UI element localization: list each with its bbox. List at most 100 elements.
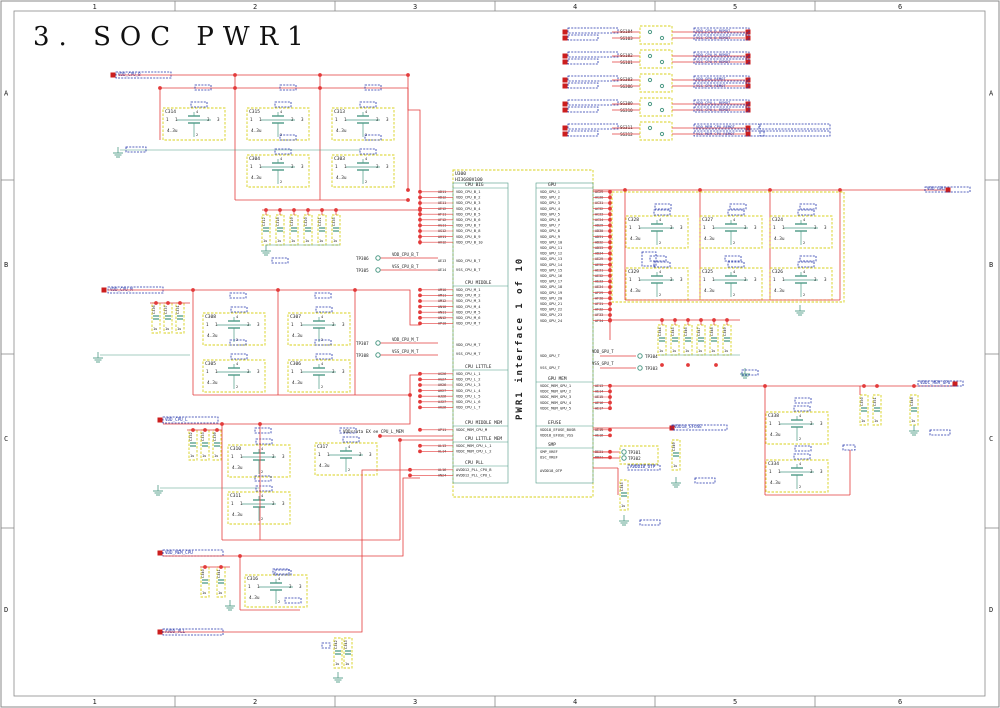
net-label: AVDD18_OTP bbox=[630, 464, 656, 469]
chip-left-column bbox=[452, 182, 509, 484]
capacitor-outline bbox=[314, 442, 378, 476]
net-label-box bbox=[653, 261, 671, 268]
remote-sense-label: VDD_CPU_L_REMOT bbox=[696, 100, 731, 105]
capacitor-ref: C320 bbox=[304, 217, 308, 226]
test-point-ref: TP305 bbox=[356, 268, 369, 273]
test-point-ref: TP308 bbox=[356, 353, 369, 358]
net-label: VDD_CPU_L bbox=[165, 417, 188, 422]
pin-number: 2 bbox=[799, 485, 801, 489]
capacitor-value: 4.3u bbox=[630, 236, 641, 242]
chip-right-column bbox=[535, 182, 594, 484]
pin-name: VSS_CPU_M_T bbox=[456, 352, 481, 356]
pin-number: 4 bbox=[196, 110, 198, 114]
test-point bbox=[637, 353, 643, 359]
pin-number: 4 bbox=[803, 218, 805, 222]
capacitor-ref: C324 bbox=[772, 217, 783, 223]
pin-number: 2 bbox=[803, 241, 805, 245]
net-label-box bbox=[759, 130, 831, 137]
port-marker bbox=[952, 381, 958, 387]
port-marker bbox=[562, 53, 568, 59]
net-name: VSS_CPU_M_T bbox=[392, 349, 419, 354]
capacitor-value: 1u bbox=[214, 454, 218, 458]
capacitor-ref: C335 bbox=[332, 217, 336, 226]
pin-number: 1 bbox=[782, 277, 785, 282]
net-name: VDD_CPU_B_T bbox=[392, 252, 419, 257]
test-point-ref: TP302 bbox=[628, 456, 641, 461]
capacitor-value: 1u bbox=[218, 591, 222, 595]
pin-number: 1 bbox=[206, 369, 209, 374]
pin-number: 2 bbox=[733, 293, 735, 297]
capacitor-ref: C339 bbox=[213, 432, 217, 441]
net-label-box bbox=[255, 485, 273, 492]
pin-number: 1 bbox=[638, 225, 641, 230]
capacitor-ref: C344 bbox=[658, 327, 662, 336]
capacitor-outline bbox=[343, 637, 353, 669]
capacitor-value: 4.3u bbox=[232, 512, 243, 518]
pin-number: 2 bbox=[348, 468, 350, 472]
pin-number: 3 bbox=[369, 452, 372, 457]
port-marker bbox=[745, 83, 751, 89]
pin-number: 3 bbox=[332, 369, 335, 374]
capacitor-ref: C326 bbox=[772, 269, 783, 275]
pin-number: 2 bbox=[659, 241, 661, 245]
capacitor-ref: C303 bbox=[334, 156, 345, 162]
capacitor-value: 1u bbox=[698, 349, 702, 353]
capacitor-ref: C338 bbox=[768, 413, 779, 419]
sense-pad bbox=[647, 29, 653, 35]
pin-group-header: CPU BIG bbox=[465, 182, 484, 188]
pin-number: 2 bbox=[261, 517, 263, 521]
net-label-box bbox=[693, 99, 750, 106]
net-label-box bbox=[567, 123, 619, 130]
port-marker bbox=[562, 131, 568, 137]
net-label-box bbox=[314, 292, 332, 299]
capacitor-ref: C318 bbox=[276, 217, 280, 226]
pin-name: VDD_CPU_B_T bbox=[456, 259, 481, 263]
capacitor-ref: C312 bbox=[262, 217, 266, 226]
capacitor-value: 1u bbox=[685, 349, 689, 353]
pin-number: 2 bbox=[659, 293, 661, 297]
net-label-box bbox=[671, 424, 728, 431]
capacitor-value: 4.3u bbox=[207, 333, 218, 339]
capacitor-value: 1u bbox=[319, 239, 323, 243]
pin-number: 3 bbox=[820, 469, 823, 474]
pin-number: 1 bbox=[344, 164, 347, 169]
net-label: AVDD_PLL bbox=[165, 629, 186, 634]
capacitor-outline bbox=[162, 107, 226, 141]
net-label-box bbox=[799, 203, 817, 210]
junction-dot bbox=[418, 383, 422, 387]
pin-number: 3 bbox=[754, 225, 757, 230]
pin-name: VDD_GPU_24 bbox=[540, 319, 563, 323]
capacitor-ref: C319 bbox=[290, 217, 294, 226]
junction-dot bbox=[276, 288, 280, 292]
pin-number: 3 bbox=[810, 469, 813, 474]
port-marker bbox=[562, 125, 568, 131]
remote-sense-label: VSS_MEM_CPU_REMOT bbox=[696, 131, 736, 136]
capacitor-value: 1u bbox=[335, 662, 339, 666]
sense-pad bbox=[647, 101, 653, 107]
pin-name: VDD_GPU_8 bbox=[540, 229, 560, 233]
capacitor-value: 1u bbox=[874, 419, 878, 423]
pin-number: 3 bbox=[744, 225, 747, 230]
sense-pad bbox=[659, 35, 665, 41]
pin-name: VDD_CPU_B_8 bbox=[456, 229, 480, 233]
pin-number: 3 bbox=[257, 322, 260, 327]
pin-number: 1 bbox=[231, 454, 234, 459]
capacitor-value: 1u bbox=[345, 662, 349, 666]
junction-dot bbox=[418, 443, 422, 448]
pin-number: 1 bbox=[231, 501, 234, 506]
test-point bbox=[621, 449, 627, 455]
junction-dot bbox=[408, 473, 412, 478]
net-name: VDD_GPU_T bbox=[592, 349, 614, 354]
net-label-box bbox=[654, 203, 672, 210]
pin-number: 1 bbox=[215, 369, 218, 374]
net-label-box bbox=[724, 255, 742, 262]
pin-number: 1 bbox=[782, 225, 785, 230]
net-label: VDD_CPU_M bbox=[110, 287, 133, 292]
capacitor-ref: C329 bbox=[628, 269, 639, 275]
net-label-box bbox=[342, 436, 360, 443]
pin-number: 1 bbox=[773, 225, 776, 230]
pin-number: 3 bbox=[332, 322, 335, 327]
chip-ref: U300 bbox=[455, 171, 466, 177]
pin-number: 1 bbox=[206, 322, 209, 327]
junction-dot bbox=[166, 301, 170, 305]
